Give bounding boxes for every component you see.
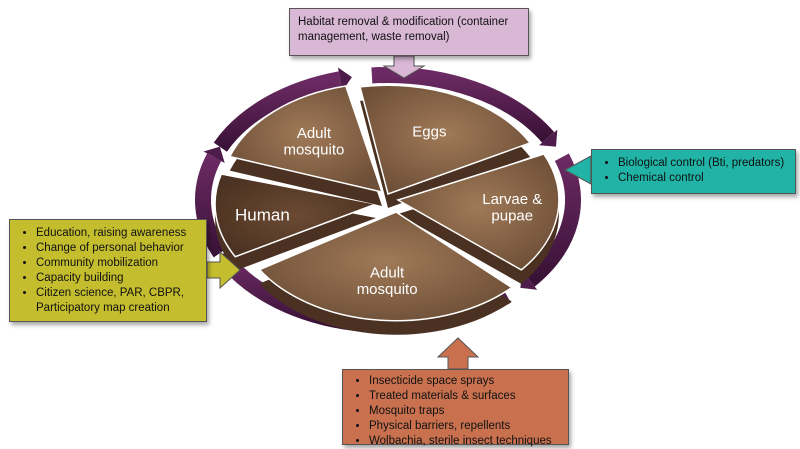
ring-arrowhead [337, 67, 352, 92]
ring-arc [195, 153, 228, 258]
ring-arrowhead [539, 129, 558, 147]
top-box-arrow [382, 55, 426, 79]
community-education-box: Education, raising awareness Change of p… [9, 219, 207, 322]
list-item: Mosquito traps [369, 404, 564, 419]
list-item: Citizen science, PAR, CBPR, Participator… [36, 286, 202, 316]
bottom-box-arrow [436, 337, 480, 370]
cycle-segment-adult-top [228, 85, 384, 194]
list-item: Change of personal behavior [36, 241, 202, 256]
cycle-segment-eggs [359, 84, 532, 195]
list-item: Physical barriers, repellents [369, 419, 564, 434]
segment-label-eggs: Eggs [412, 123, 446, 140]
ring-arrowhead [203, 146, 225, 163]
list-item: Wolbachia, sterile insect techniques [369, 434, 564, 449]
community-education-list: Education, raising awareness Change of p… [14, 226, 202, 316]
list-item: Education, raising awareness [36, 226, 202, 241]
list-item: Chemical control [618, 171, 791, 186]
ring-arc [524, 153, 581, 287]
adult-control-list: Insecticide space sprays Treated materia… [347, 374, 564, 449]
list-item: Capacity building [36, 271, 202, 286]
cycle-segments [214, 84, 560, 335]
biological-chemical-box: Biological control (Bti, predators) Chem… [591, 149, 796, 194]
cycle-segment-adult-bottom [258, 211, 514, 322]
biological-chemical-list: Biological control (Bti, predators) Chem… [596, 156, 791, 186]
ring-arc [213, 71, 342, 152]
segment-label-human: Human [235, 206, 290, 225]
list-item: Treated materials & surfaces [369, 389, 564, 404]
habitat-removal-box: Habitat removal & modification (containe… [289, 8, 529, 56]
list-item: Insecticide space sprays [369, 374, 564, 389]
adult-control-box: Insecticide space sprays Treated materia… [342, 369, 569, 447]
list-item: Community mobilization [36, 256, 202, 271]
left-box-arrow [206, 250, 241, 290]
list-item: Biological control (Bti, predators) [618, 156, 791, 171]
cycle-segment-human [214, 173, 379, 258]
habitat-removal-text: Habitat removal & modification (containe… [298, 16, 509, 43]
cycle-segment-larvae [396, 153, 560, 271]
segment-label-larvae: Larvae &pupae [482, 191, 542, 225]
